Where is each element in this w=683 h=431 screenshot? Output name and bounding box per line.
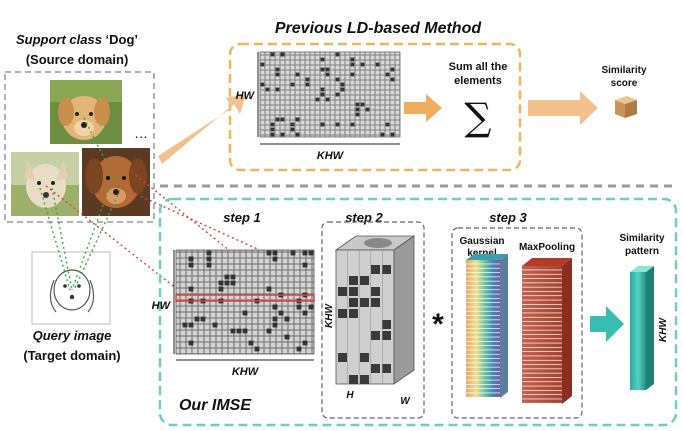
similarity-score-cube (615, 96, 637, 118)
convolution-operator: * (432, 308, 444, 341)
previous-matrix-highlights (260, 52, 395, 137)
red-dotted-connections (45, 171, 287, 297)
cube-w-label: W (400, 396, 411, 407)
query-subtitle: (Target domain) (23, 348, 120, 363)
support-subtitle: (Source domain) (26, 52, 129, 67)
step2-box (321, 221, 425, 419)
step3-to-pattern-arrow (590, 306, 624, 342)
matrix-to-sum-arrow (404, 94, 442, 122)
gaussian-label-line2: kernel (467, 248, 497, 259)
previous-khw-label: KHW (317, 150, 345, 162)
imse-title: Our IMSE (179, 397, 252, 414)
step3-box (451, 227, 583, 419)
step2-label: step 2 (345, 210, 383, 225)
step1-label: step 1 (223, 210, 261, 225)
query-title: Query image (33, 328, 112, 343)
support-to-previous-arrow (158, 94, 246, 164)
imse-ld-matrix (175, 249, 315, 355)
support-dog-image-2 (11, 152, 79, 216)
previous-method-box (228, 42, 522, 172)
reshaped-cube (334, 235, 416, 385)
cube-h-label: H (346, 390, 354, 401)
imse-hw-label: HW (152, 300, 172, 312)
imse-khw-label: KHW (232, 366, 260, 378)
sum-label-line1: Sum all the (449, 61, 508, 73)
gaussian-kernel-stack (466, 254, 508, 398)
support-more-ellipsis: … (134, 125, 148, 141)
sum-label-line2: elements (454, 75, 502, 87)
support-dog-image-1 (50, 80, 122, 144)
support-set-box (4, 71, 155, 223)
maxpooling-stack (522, 258, 572, 404)
gaussian-label-line1: Gaussian (459, 236, 504, 247)
previous-method-title: Previous LD-based Method (275, 20, 482, 37)
pattern-label-line2: pattern (625, 246, 659, 257)
sum-symbol: ∑ (464, 95, 491, 139)
score-label-line1: Similarity (601, 65, 646, 76)
pattern-khw-label: KHW (658, 317, 669, 342)
similarity-pattern-bar (630, 266, 654, 390)
imse-box (158, 197, 678, 427)
support-title: Support class ‘Dog’ (16, 32, 138, 47)
pattern-label-line1: Similarity (619, 233, 664, 244)
step3-label: step 3 (489, 210, 527, 225)
green-dotted-connections (39, 117, 123, 291)
sum-to-score-arrow (528, 91, 598, 125)
score-label-line2: score (611, 78, 638, 89)
maxpooling-label: MaxPooling (519, 242, 575, 253)
previous-hw-label: HW (236, 90, 256, 102)
cube-khw-label: KHW (324, 303, 335, 328)
highlighted-row (175, 294, 315, 302)
